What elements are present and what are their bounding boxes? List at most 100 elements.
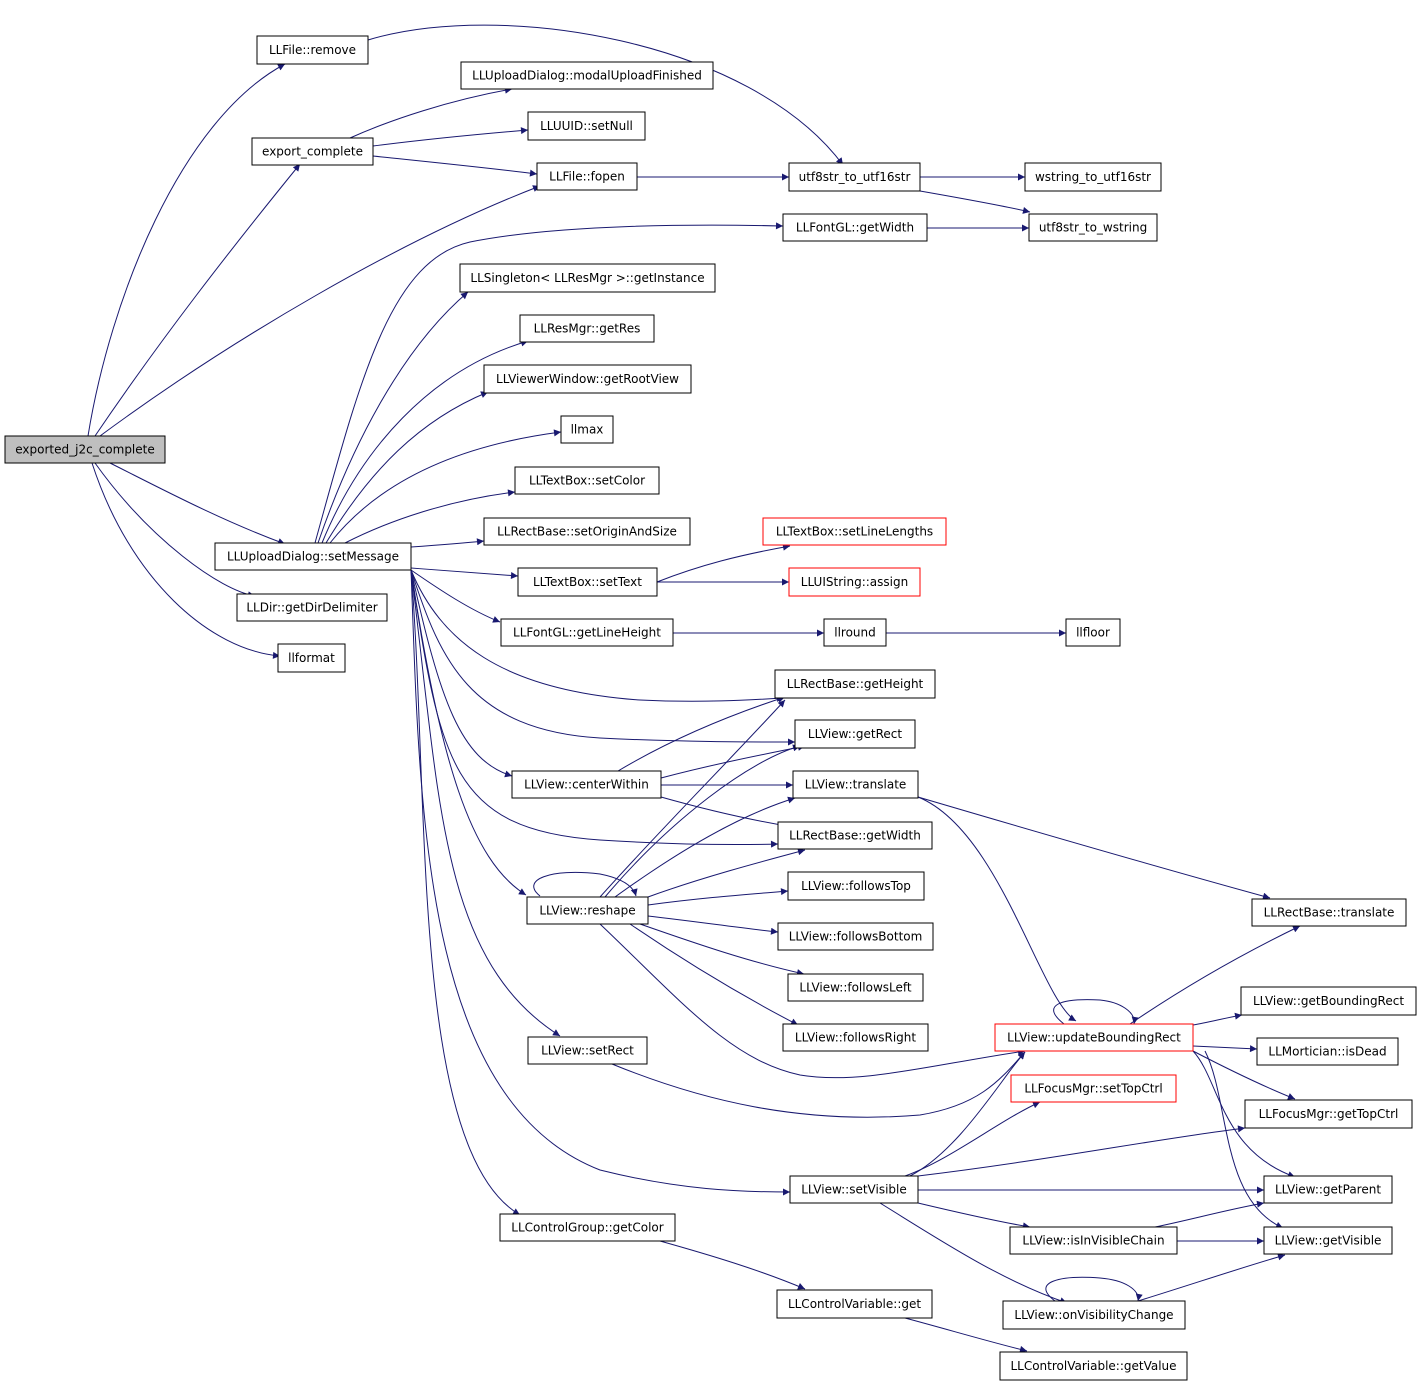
function-node[interactable]: LLFocusMgr::getTopCtrl	[1244, 1099, 1413, 1129]
function-node[interactable]: LLViewerWindow::getRootView	[483, 364, 692, 394]
function-node[interactable]: exported_j2c_complete	[4, 435, 166, 464]
function-node[interactable]: LLFocusMgr::setTopCtrl	[1010, 1074, 1177, 1103]
function-node[interactable]: LLView::setVisible	[789, 1175, 919, 1204]
edge	[1192, 1012, 1243, 1026]
function-node[interactable]: LLTextBox::setText	[517, 567, 658, 597]
function-node[interactable]: LLUploadDialog::modalUploadFinished	[460, 61, 714, 90]
function-node[interactable]: LLFile::fopen	[536, 162, 638, 191]
function-node[interactable]: LLView::updateBoundingRect	[994, 1023, 1194, 1052]
edge	[879, 1202, 1068, 1305]
function-label: LLView::updateBoundingRect	[1007, 1031, 1181, 1045]
function-label: export_complete	[262, 145, 363, 159]
function-node[interactable]: llround	[823, 618, 887, 647]
edge	[1053, 999, 1139, 1025]
function-node[interactable]: LLRectBase::setOriginAndSize	[483, 517, 691, 546]
function-node[interactable]: LLFontGL::getWidth	[782, 213, 928, 242]
function-node[interactable]: utf8str_to_wstring	[1028, 213, 1158, 242]
function-node[interactable]: LLFile::remove	[256, 35, 369, 65]
function-node[interactable]: llformat	[277, 643, 346, 673]
edge	[1192, 1050, 1296, 1178]
function-node[interactable]: llmax	[560, 415, 614, 444]
function-label: llmax	[571, 423, 604, 437]
function-node[interactable]: LLView::reshape	[526, 896, 649, 925]
function-label: utf8str_to_wstring	[1039, 221, 1147, 235]
function-label: LLControlVariable::get	[788, 1297, 921, 1311]
function-node[interactable]: llfloor	[1065, 618, 1121, 647]
function-node[interactable]: LLView::followsTop	[787, 871, 925, 901]
function-node[interactable]: LLTextBox::setColor	[514, 466, 660, 495]
edge	[617, 695, 786, 772]
function-node[interactable]: LLRectBase::translate	[1251, 898, 1407, 927]
function-label: LLUploadDialog::setMessage	[227, 550, 399, 564]
function-label: LLFile::remove	[269, 43, 356, 57]
function-node[interactable]: LLDir::getDirDelimiter	[236, 593, 388, 622]
function-label: LLView::centerWithin	[524, 778, 649, 792]
function-label: LLDir::getDirDelimiter	[246, 601, 377, 615]
edge	[647, 915, 779, 935]
edge	[1192, 1050, 1296, 1100]
edge	[410, 538, 485, 548]
function-node[interactable]: export_complete	[251, 137, 374, 166]
edge	[94, 462, 256, 599]
function-node[interactable]: LLView::getBoundingRect	[1240, 986, 1417, 1016]
function-node[interactable]: LLTextBox::setLineLengths	[762, 517, 947, 546]
function-node[interactable]: LLResMgr::getRes	[519, 314, 655, 343]
edge	[917, 1125, 1246, 1177]
function-node[interactable]: LLView::followsLeft	[787, 973, 924, 1002]
function-node[interactable]: LLView::translate	[792, 770, 919, 799]
edge	[372, 127, 529, 147]
function-node[interactable]: LLView::followsRight	[782, 1023, 929, 1052]
function-node[interactable]: LLView::onVisibilityChange	[1002, 1300, 1186, 1330]
edge	[410, 569, 791, 1196]
function-node[interactable]: LLView::setRect	[527, 1036, 648, 1065]
function-label: LLControlGroup::getColor	[511, 1221, 663, 1235]
function-label: LLControlVariable::getValue	[1010, 1359, 1176, 1373]
function-node[interactable]: LLView::getVisible	[1263, 1226, 1393, 1255]
edge	[647, 848, 806, 898]
function-node[interactable]: LLRectBase::getHeight	[774, 669, 936, 699]
edge	[533, 871, 638, 897]
edge	[656, 543, 791, 583]
function-label: LLView::followsRight	[795, 1031, 916, 1045]
function-node[interactable]: LLView::getParent	[1263, 1175, 1393, 1204]
edge	[599, 923, 1026, 1079]
function-node[interactable]: LLControlVariable::getValue	[999, 1351, 1188, 1381]
function-node[interactable]: LLView::getRect	[794, 719, 916, 749]
edge	[660, 796, 788, 829]
function-node[interactable]: LLUIString::assign	[788, 567, 921, 597]
function-node[interactable]: LLControlGroup::getColor	[499, 1213, 676, 1242]
edge	[410, 567, 519, 579]
function-label: LLView::getParent	[1275, 1183, 1381, 1197]
edge	[410, 569, 527, 896]
edge	[410, 569, 521, 1216]
function-node[interactable]: LLFontGL::getLineHeight	[500, 618, 674, 647]
edge	[314, 222, 784, 544]
edge	[659, 1240, 806, 1290]
edge	[349, 86, 513, 139]
function-node[interactable]: LLUploadDialog::setMessage	[214, 542, 412, 571]
function-label: llfloor	[1076, 626, 1110, 640]
function-label: LLTextBox::setColor	[529, 474, 645, 488]
edge	[410, 569, 501, 623]
function-node[interactable]: LLControlVariable::get	[776, 1289, 933, 1319]
function-node[interactable]: LLView::centerWithin	[511, 770, 662, 799]
function-node[interactable]: utf8str_to_utf16str	[788, 162, 921, 192]
edge	[410, 569, 513, 778]
edge	[1154, 1200, 1265, 1228]
edge	[87, 63, 286, 437]
edge	[91, 462, 281, 659]
edge	[1137, 1253, 1286, 1302]
edge	[614, 796, 796, 898]
function-node[interactable]: LLSingleton< LLResMgr >::getInstance	[459, 263, 716, 293]
function-node[interactable]: LLView::isInVisibleChain	[1009, 1226, 1178, 1255]
function-label: LLFontGL::getWidth	[796, 221, 914, 235]
edge	[917, 1202, 1031, 1230]
function-node[interactable]: LLMortician::isDead	[1256, 1037, 1399, 1066]
function-node[interactable]: wstring_to_utf16str	[1024, 162, 1162, 192]
edges	[87, 24, 1301, 1353]
edge	[372, 155, 538, 177]
function-node[interactable]: LLView::followsBottom	[777, 922, 934, 951]
function-node[interactable]: LLUUID::setNull	[527, 111, 646, 141]
function-label: LLTextBox::setLineLengths	[776, 525, 933, 539]
function-node[interactable]: LLRectBase::getWidth	[777, 821, 933, 850]
